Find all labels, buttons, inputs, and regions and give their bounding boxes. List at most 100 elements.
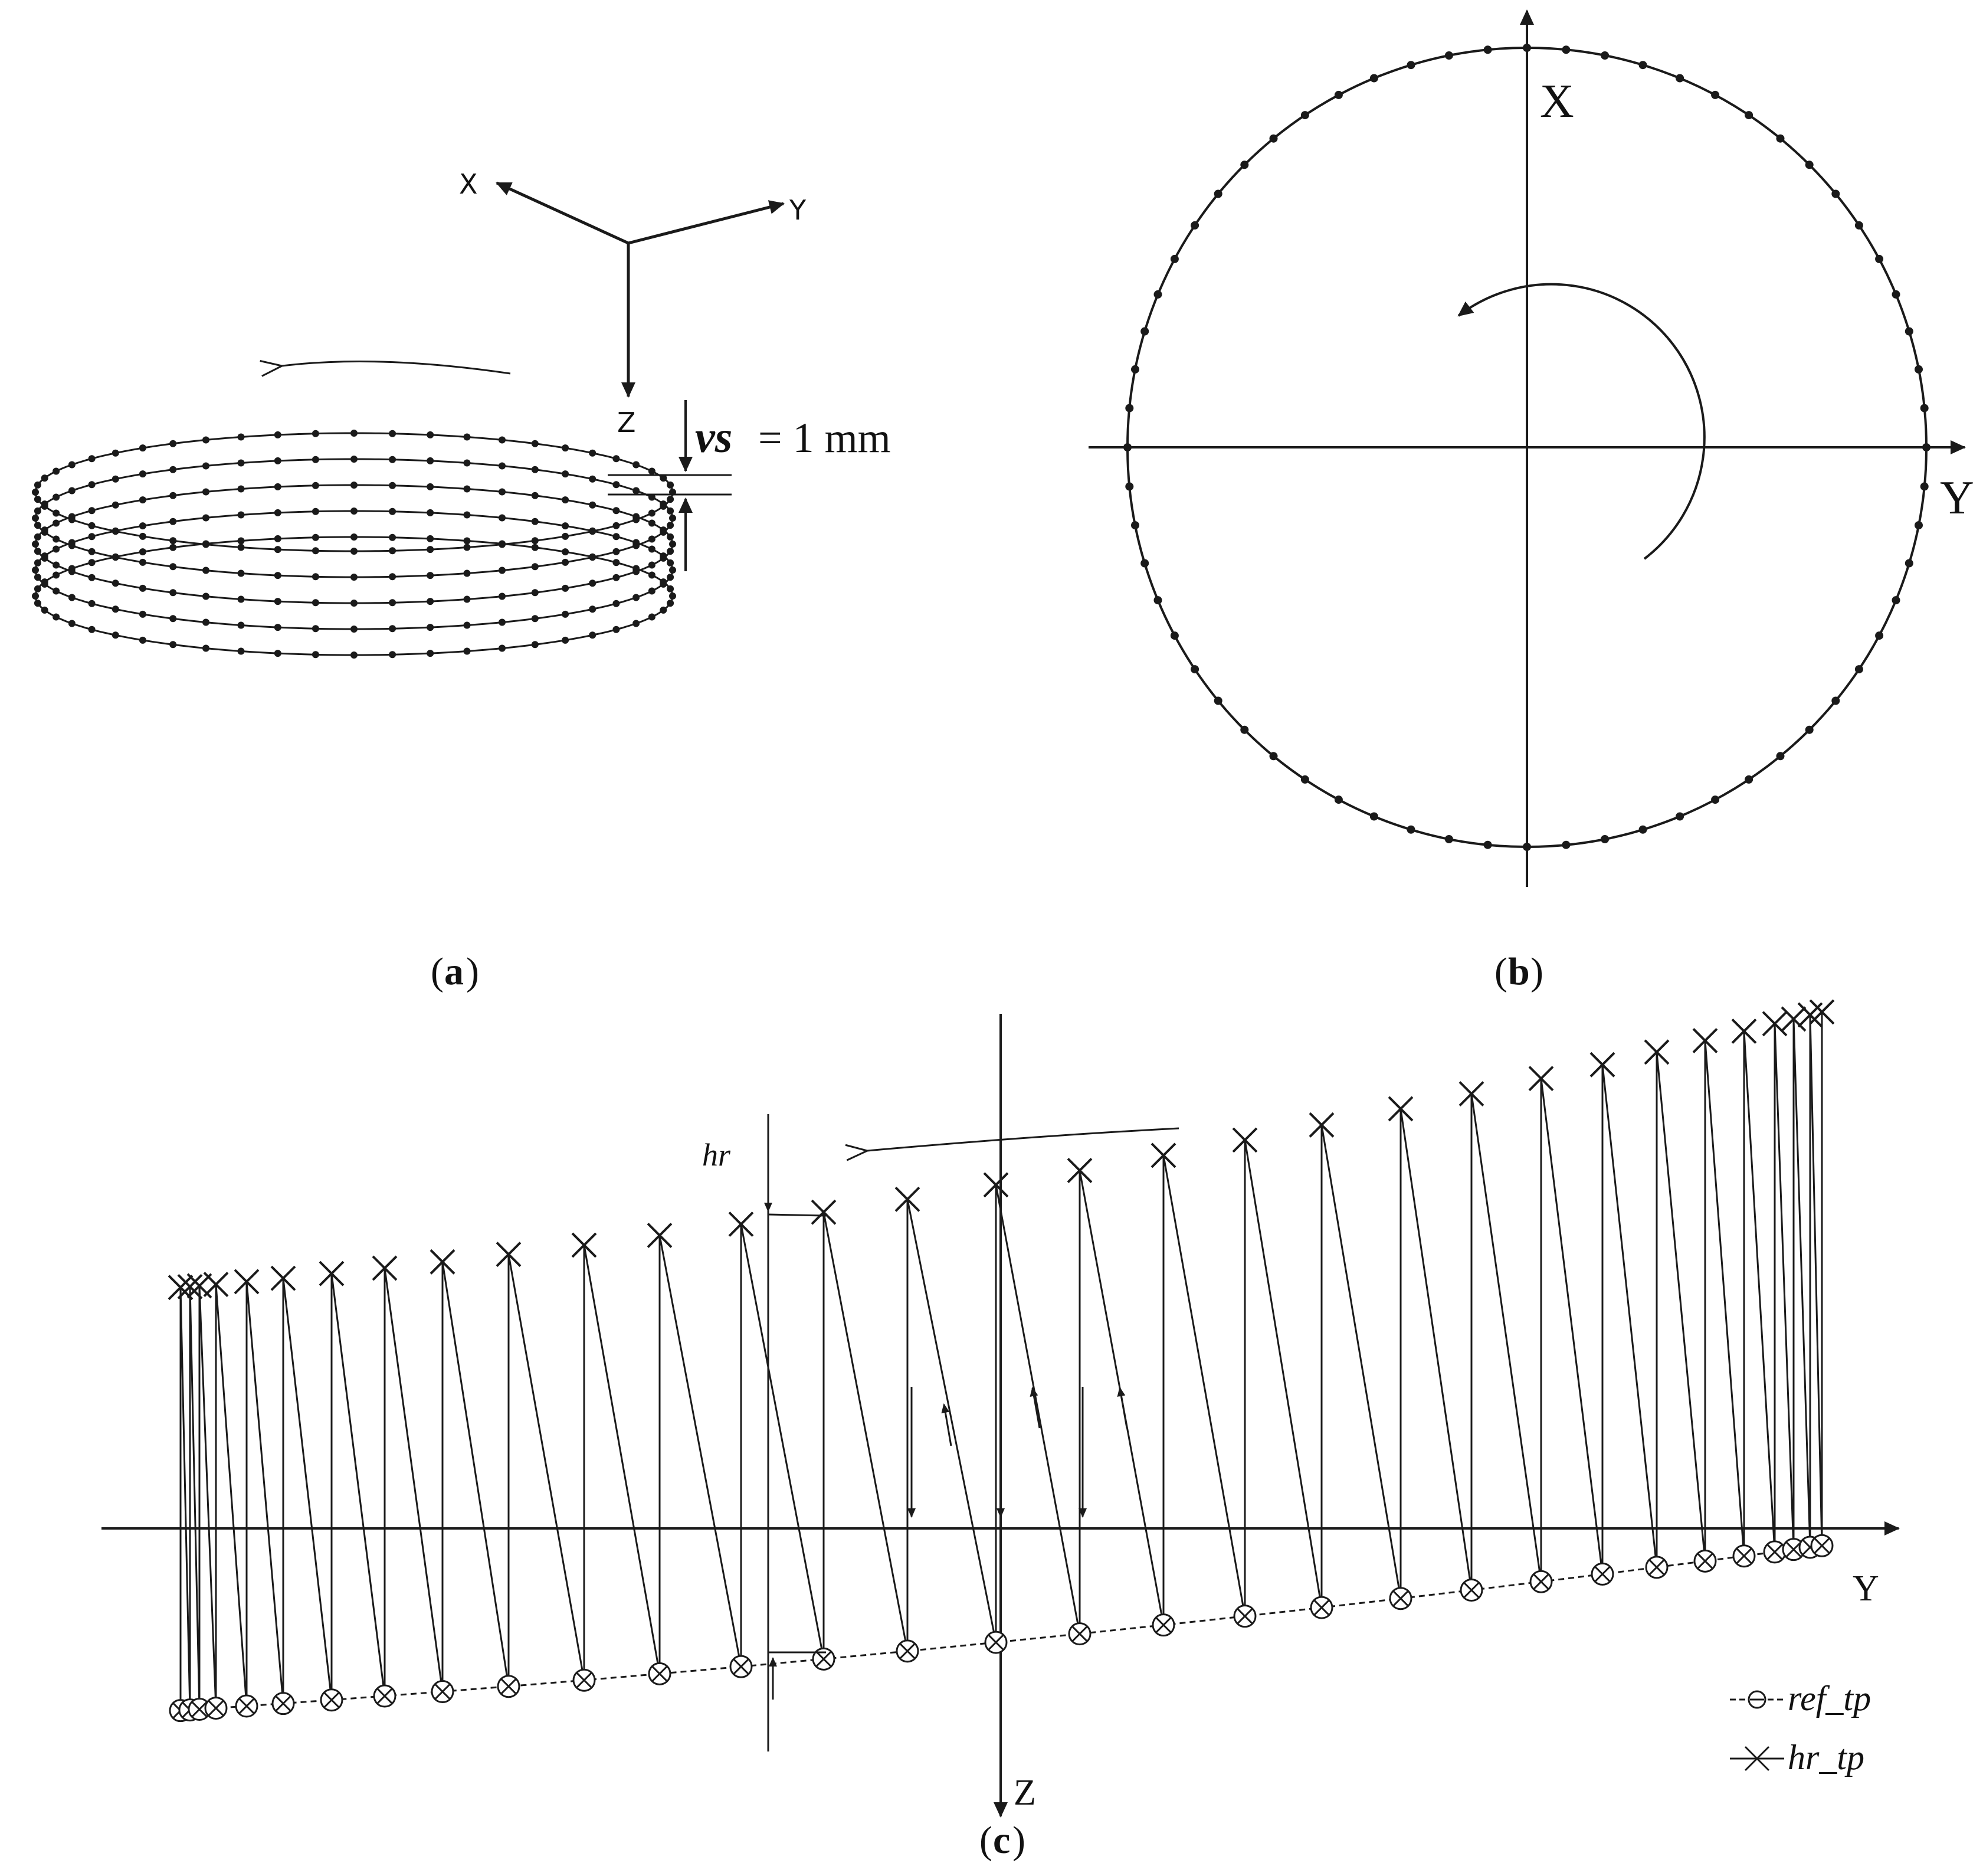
spiral-point <box>660 606 667 614</box>
spiral-point <box>68 620 76 627</box>
legend-item-hr-tp: hr_tp <box>1730 1738 1864 1777</box>
spiral-point <box>531 518 539 525</box>
spiral-point <box>274 535 281 542</box>
spiral-point <box>427 431 434 438</box>
spiral-point <box>34 496 41 503</box>
spiral-point <box>350 574 358 581</box>
hr-point-marker <box>1067 1158 1093 1183</box>
panel-a: X Y Z vs = 1 mm ( a ) <box>32 168 891 993</box>
retract-line <box>384 1268 444 1692</box>
spiral-point <box>88 533 96 541</box>
toolpath-point <box>1300 111 1309 120</box>
ref-point-marker <box>815 1651 832 1668</box>
hr-point-marker <box>647 1223 673 1248</box>
svg-text:): ) <box>1530 950 1543 993</box>
spiral-point <box>612 559 620 567</box>
spiral-point <box>499 644 506 652</box>
hr-dimension-line <box>768 1213 827 1217</box>
spiral-point <box>274 546 281 554</box>
hr-point-marker <box>983 1172 1009 1198</box>
spiral-point <box>632 487 640 495</box>
spiral-point <box>648 519 655 527</box>
spiral-point <box>88 559 96 567</box>
toolpath-point <box>1444 51 1453 60</box>
spiral-point <box>648 467 655 475</box>
spiral-point <box>312 508 319 515</box>
toolpath-point <box>1638 61 1647 70</box>
toolpath-point <box>1334 90 1343 99</box>
spiral-point <box>68 565 76 572</box>
spiral-point <box>312 547 319 555</box>
ref-point-marker <box>191 1701 208 1718</box>
spiral-point <box>237 485 245 493</box>
caption-c-label: c <box>993 1819 1010 1862</box>
svg-text:(: ( <box>431 950 444 993</box>
spiral-point <box>531 563 539 571</box>
spacing-symbol: vs <box>695 412 732 462</box>
spiral-point <box>562 584 569 592</box>
toolpath-point <box>1915 365 1923 374</box>
spiral-point <box>669 567 676 574</box>
spiral-point <box>169 563 177 571</box>
spiral-point <box>389 599 396 607</box>
spiral-toolpath <box>32 430 676 659</box>
layer-spacing-annotation: vs = 1 mm <box>608 400 891 571</box>
spiral-point <box>612 600 620 607</box>
spiral-point <box>68 539 76 546</box>
spiral-point <box>427 572 434 580</box>
ref-point-marker <box>575 1672 593 1689</box>
spiral-point <box>41 606 48 614</box>
toolpath-point <box>1140 559 1149 568</box>
toolpath-point <box>1875 631 1884 640</box>
spiral-point <box>463 485 471 493</box>
spiral-point <box>41 500 48 508</box>
spiral-point <box>139 470 146 478</box>
hr-point-marker <box>430 1249 455 1275</box>
spiral-point <box>612 533 620 541</box>
spiral-point <box>463 459 471 467</box>
hr-point-marker <box>1589 1052 1615 1078</box>
svg-text:): ) <box>1012 1819 1025 1862</box>
spiral-point <box>589 449 596 457</box>
spiral-point <box>531 466 539 473</box>
toolpath-point <box>1831 189 1840 198</box>
spiral-point <box>562 444 569 452</box>
toolpath-point <box>1191 665 1199 674</box>
spiral-point <box>169 589 177 597</box>
toolpath-point <box>1131 365 1139 374</box>
spiral-point <box>112 527 119 535</box>
spiral-point <box>34 507 41 515</box>
ref-point-marker <box>987 1634 1005 1651</box>
ref-point-marker <box>1155 1616 1172 1633</box>
retract-line <box>245 1281 284 1704</box>
spiral-point <box>169 492 177 499</box>
spiral-point <box>648 613 655 621</box>
spiral-point <box>274 457 281 464</box>
spiral-point <box>202 462 209 470</box>
retract-direction-arrow <box>941 1403 952 1446</box>
spiral-point <box>68 461 76 469</box>
spiral-point <box>237 569 245 577</box>
retract-line <box>1774 1023 1795 1550</box>
retract-line <box>583 1245 661 1674</box>
ref-point-marker <box>1392 1590 1410 1607</box>
toolpath-point <box>1892 596 1900 605</box>
hr-point-marker <box>1762 1011 1788 1037</box>
spiral-point <box>463 544 471 551</box>
toolpath-point <box>1269 134 1278 143</box>
spiral-point <box>562 496 569 504</box>
toolpath-point <box>1153 290 1162 299</box>
hr-point-marker <box>894 1186 920 1212</box>
retract-line <box>906 1199 997 1643</box>
toolpath-point <box>1269 752 1278 761</box>
toolpath-point <box>1892 290 1900 299</box>
ref-point-marker <box>1236 1607 1254 1625</box>
spiral-point <box>41 552 48 560</box>
spiral-point <box>202 592 209 600</box>
toolpath-point <box>1676 74 1684 83</box>
toolpath-point <box>1915 521 1923 530</box>
toolpath-point <box>1776 134 1785 143</box>
spiral-point <box>41 578 48 586</box>
spiral-point <box>562 548 569 556</box>
